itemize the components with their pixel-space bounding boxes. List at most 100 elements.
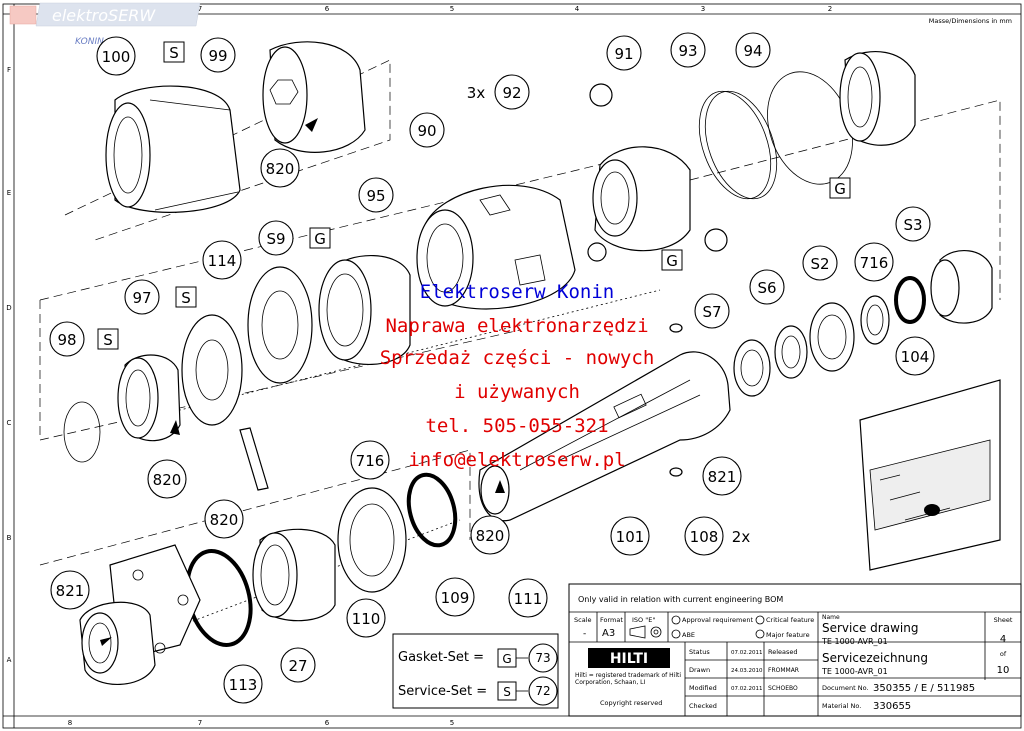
callout-circle bbox=[124, 279, 160, 315]
callout-p821b: 821 bbox=[50, 570, 90, 610]
part-spring-pin bbox=[239, 427, 269, 491]
ad-phone: tel. 505-055-321 bbox=[425, 415, 608, 437]
callout-label: 2x bbox=[732, 528, 751, 546]
callout-label: S3 bbox=[903, 216, 922, 234]
callout-label: 93 bbox=[678, 42, 697, 60]
trademark-note: Hilti = registered trademark of Hilti Co… bbox=[575, 672, 682, 686]
callout-label: 99 bbox=[208, 47, 227, 65]
copyright-note: Copyright reserved bbox=[600, 699, 662, 707]
drawing-name-en: Service drawing bbox=[822, 621, 918, 635]
gasket-set-label: Gasket-Set = bbox=[398, 650, 484, 665]
callout-circle bbox=[202, 240, 242, 280]
abe-radio bbox=[671, 629, 681, 639]
part-113-flange bbox=[79, 544, 201, 685]
arrow-820-spindle-marker bbox=[495, 480, 505, 493]
part-s6-ring bbox=[774, 325, 808, 379]
grid-col-label: 2 bbox=[828, 5, 832, 13]
callout-p820d: 820 bbox=[204, 499, 244, 539]
callout-circle bbox=[50, 570, 90, 610]
ad-company: Elektroserw Konin bbox=[420, 281, 614, 303]
drawn-date: 24.03.2010 bbox=[731, 668, 763, 674]
sheet-total: 10 bbox=[997, 665, 1010, 676]
arrow-821-marker bbox=[100, 637, 112, 646]
center-line-middle bbox=[139, 289, 661, 421]
axis-dash-middle bbox=[39, 149, 661, 441]
callout-label: 110 bbox=[352, 610, 381, 628]
callout-circle bbox=[49, 321, 85, 357]
callout-label: 91 bbox=[614, 45, 633, 63]
status-label: Status bbox=[689, 648, 710, 656]
callout-label: 109 bbox=[441, 589, 470, 607]
callout-label: 820 bbox=[476, 527, 505, 545]
part-92-balls bbox=[587, 83, 728, 262]
axis-dash-top bbox=[64, 59, 391, 241]
material-number-value: 330655 bbox=[873, 701, 911, 712]
axis-dash-lower bbox=[39, 449, 471, 566]
callout-p111: 111 bbox=[508, 578, 548, 618]
callout-circle bbox=[280, 647, 316, 683]
callout-label: 113 bbox=[229, 676, 258, 694]
modified-date: 07.02.2011 bbox=[731, 686, 763, 692]
status-date: 07.02.2011 bbox=[731, 650, 763, 656]
callout-p110: 110 bbox=[346, 598, 386, 638]
callout-label: 3x bbox=[467, 84, 486, 102]
axis-dash-right bbox=[689, 99, 1001, 300]
callout-circle bbox=[749, 269, 785, 305]
major-label: Major feature bbox=[766, 631, 810, 639]
part-100-housing bbox=[105, 85, 241, 213]
callout-label: 111 bbox=[514, 590, 543, 608]
callout-label: 114 bbox=[208, 252, 237, 270]
callout-label: S bbox=[181, 289, 191, 307]
grid-col-label: 6 bbox=[325, 719, 330, 727]
callout-label: 716 bbox=[860, 254, 889, 272]
callout-label: G bbox=[314, 230, 326, 248]
callout-circle bbox=[260, 148, 300, 188]
title-block: Only valid in relation with current engi… bbox=[568, 583, 1022, 717]
service-set-label: Service-Set = bbox=[398, 684, 487, 699]
callout-circle bbox=[854, 242, 894, 282]
callout-label: S9 bbox=[266, 230, 285, 248]
callout-label: 820 bbox=[210, 511, 239, 529]
callout-label: S7 bbox=[702, 303, 721, 321]
critical-label: Critical feature bbox=[766, 616, 814, 624]
drawing-name-de: Servicezeichnung bbox=[822, 651, 928, 665]
part-s9-disc bbox=[247, 266, 313, 384]
part-94-sleeve bbox=[839, 51, 916, 146]
part-99-cap bbox=[262, 41, 366, 153]
callout-p27: 27 bbox=[280, 647, 316, 683]
grid-row-labels: F E D C B A bbox=[6, 66, 11, 664]
callout-box bbox=[829, 177, 851, 199]
callout-p101: 101 bbox=[610, 516, 650, 556]
ad-email: info@elektroserw.pl bbox=[408, 449, 625, 471]
grid-col-label: 6 bbox=[325, 5, 330, 13]
callout-label: 821 bbox=[708, 468, 737, 486]
drawn-value: FROMMAR bbox=[768, 667, 799, 674]
gasket-set-code: G bbox=[502, 652, 511, 666]
sheet-border bbox=[2, 3, 1022, 729]
callout-s99: S bbox=[163, 41, 185, 63]
callout-circle bbox=[409, 112, 445, 148]
part-104-bearing bbox=[809, 302, 855, 372]
callout-label: 104 bbox=[901, 348, 930, 366]
document-number-label: Document No. bbox=[822, 684, 869, 692]
drawn-label: Drawn bbox=[689, 666, 710, 674]
callout-circle bbox=[694, 293, 730, 329]
callout-circle bbox=[802, 245, 838, 281]
ad-line-repair: Naprawa elektronarzędzi bbox=[385, 315, 648, 337]
grid-col-label: 3 bbox=[701, 5, 705, 13]
projection-symbol-icon bbox=[629, 625, 662, 639]
callout-circle bbox=[358, 177, 394, 213]
callout-n108: 2x bbox=[732, 528, 751, 546]
scale-label: Scale bbox=[574, 616, 592, 624]
callout-p52: S2 bbox=[802, 245, 838, 281]
callout-label: S bbox=[103, 331, 113, 349]
grid-col-label: 5 bbox=[450, 5, 454, 13]
arrow-820-marker bbox=[170, 420, 180, 435]
callout-label: S2 bbox=[810, 255, 829, 273]
callout-p91: 91 bbox=[606, 35, 642, 71]
ad-line-used: i używanych bbox=[454, 381, 580, 403]
callout-p93: 93 bbox=[670, 32, 706, 68]
callout-circle bbox=[204, 499, 244, 539]
hilti-logo bbox=[588, 648, 670, 668]
part-98-circlip bbox=[63, 401, 101, 463]
